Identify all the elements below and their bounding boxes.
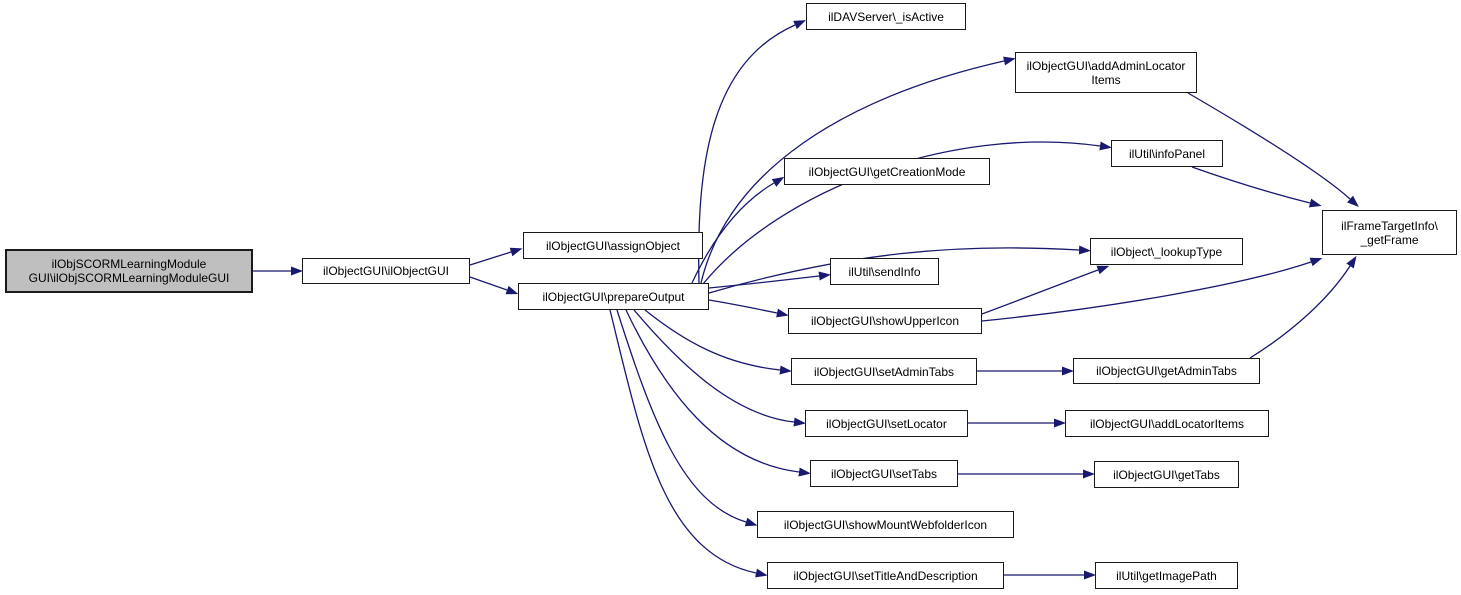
edge-prepareOutput-to-setTitleAndDescription <box>609 309 768 578</box>
node-label-line: GUI\ilObjSCORMLearningModuleGUI <box>28 271 230 285</box>
edge-prepareOutput-to-sendInfo <box>708 271 831 289</box>
node-label-line: ilFrameTargetInfo\ <box>1341 218 1438 233</box>
node-label-line: ilObjectGUI\prepareOutput <box>542 289 685 304</box>
edge-showUpperIcon-to-getFrame <box>981 257 1323 322</box>
node-label-line: ilUtil\getImagePath <box>1116 568 1217 583</box>
edge-addAdminLocatorItems-to-getFrame <box>1187 92 1359 208</box>
node-label-line: ilObjectGUI\getAdminTabs <box>1096 364 1237 378</box>
edge-ilObjectGUI-to-prepareOutput <box>469 276 519 295</box>
node-label-line: ilObjectGUI\getCreationMode <box>808 164 966 179</box>
node-label-line: ilDAVServer\_isActive <box>828 9 944 24</box>
node-label-line: ilObjectGUI\assignObject <box>545 238 681 253</box>
edge-prepareOutput-to-showMountWebfolderIcon <box>616 309 758 527</box>
node-showMountWebfolderIcon[interactable]: ilObjectGUI\showMountWebfolderIcon <box>757 511 1014 538</box>
node-label-line: ilObjectGUI\setTabs <box>830 466 938 481</box>
edge-prepareOutput-to-setTabs <box>625 309 811 477</box>
node-lookupType[interactable]: ilObject\_lookupType <box>1090 238 1243 265</box>
node-setTabs[interactable]: ilObjectGUI\setTabs <box>810 460 958 487</box>
node-label-line: ilObjectGUI\addAdminLocator <box>1026 58 1186 73</box>
node-isActive[interactable]: ilDAVServer\_isActive <box>806 3 966 30</box>
node-label-line: ilObjectGUI\ilObjectGUI <box>322 264 450 278</box>
node-label-line: ilObjectGUI\showMountWebfolderIcon <box>783 517 988 532</box>
node-setAdminTabs[interactable]: ilObjectGUI\setAdminTabs <box>791 358 977 385</box>
node-label-line: ilObject\_lookupType <box>1110 244 1223 259</box>
node-getFrame[interactable]: ilFrameTargetInfo\_getFrame <box>1322 210 1457 255</box>
edge-showUpperIcon-to-lookupType <box>981 265 1110 315</box>
node-label-line: ilUtil\infoPanel <box>1128 146 1206 161</box>
node-label-line: ilObjectGUI\setTitleAndDescription <box>793 568 978 583</box>
edge-prepareOutput-to-lookupType <box>708 245 1091 294</box>
edge-getAdminTabs-to-getFrame <box>1249 255 1357 359</box>
node-getImagePath[interactable]: ilUtil\getImagePath <box>1095 562 1238 589</box>
node-getCreationMode[interactable]: ilObjectGUI\getCreationMode <box>784 158 990 185</box>
node-label-line: Items <box>1091 72 1121 87</box>
node-setTitleAndDescription[interactable]: ilObjectGUI\setTitleAndDescription <box>767 562 1004 589</box>
node-label-line: _getFrame <box>1360 232 1419 247</box>
node-ilObjectGUI[interactable]: ilObjectGUI\ilObjectGUI <box>302 258 470 284</box>
edge-prepareOutput-to-showUpperIcon <box>708 299 789 318</box>
node-setLocator[interactable]: ilObjectGUI\setLocator <box>805 410 968 437</box>
node-addLocatorItems[interactable]: ilObjectGUI\addLocatorItems <box>1065 410 1269 437</box>
edge-prepareOutput-to-setLocator <box>633 309 806 427</box>
node-assignObject[interactable]: ilObjectGUI\assignObject <box>523 232 703 259</box>
node-getAdminTabs[interactable]: ilObjectGUI\getAdminTabs <box>1073 358 1260 384</box>
edge-infoPanel-to-getFrame <box>1191 166 1322 208</box>
node-label-line: ilObjectGUI\setAdminTabs <box>813 364 955 379</box>
node-label-line: ilObjSCORMLearningModule <box>51 257 207 271</box>
node-label-line: ilObjectGUI\setLocator <box>826 416 947 431</box>
edge-prepareOutput-to-getCreationMode <box>691 176 785 284</box>
node-label-line: ilObjectGUI\showUpperIcon <box>810 314 960 328</box>
edge-ilObjectGUI-to-assignObject <box>469 247 523 266</box>
node-prepareOutput[interactable]: ilObjectGUI\prepareOutput <box>518 283 709 310</box>
node-showUpperIcon[interactable]: ilObjectGUI\showUpperIcon <box>788 308 982 334</box>
node-label-line: ilObjectGUI\addLocatorItems <box>1089 416 1245 431</box>
node-label-line: ilUtil\sendInfo <box>848 264 921 279</box>
node-infoPanel[interactable]: ilUtil\infoPanel <box>1111 140 1223 167</box>
node-getTabs[interactable]: ilObjectGUI\getTabs <box>1094 461 1239 488</box>
node-sendInfo[interactable]: ilUtil\sendInfo <box>830 258 939 285</box>
edge-prepareOutput-to-setAdminTabs <box>644 309 792 375</box>
node-label-line: ilObjectGUI\getTabs <box>1113 467 1220 482</box>
